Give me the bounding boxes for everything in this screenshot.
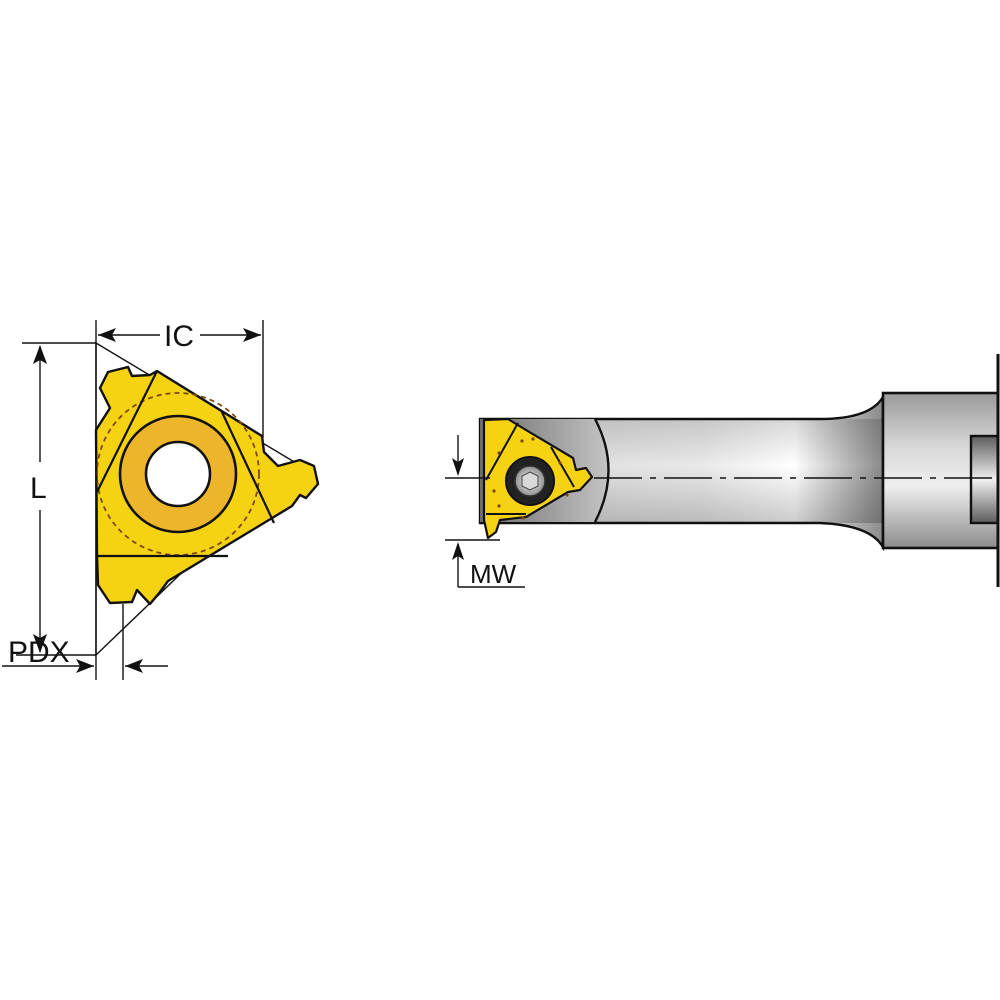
facet-line bbox=[220, 409, 275, 524]
dimension-pdx: PDX bbox=[2, 604, 168, 680]
center-hole bbox=[144, 440, 212, 508]
mw-label: MW bbox=[470, 559, 517, 589]
pdx-label: PDX bbox=[8, 636, 70, 669]
facet-line bbox=[96, 370, 158, 493]
holder-view: MW bbox=[445, 354, 1000, 589]
ic-label: IC bbox=[164, 320, 194, 353]
collar-slot bbox=[969, 434, 1000, 525]
dimension-l: L bbox=[16, 342, 96, 656]
l-label: L bbox=[30, 472, 47, 505]
holder-insert-dots bbox=[492, 437, 569, 520]
torx-socket-icon bbox=[521, 471, 539, 491]
dimension-ic: IC bbox=[95, 320, 264, 680]
holder-insert-facet bbox=[550, 446, 575, 488]
insert-view: IC L PDX bbox=[2, 320, 320, 680]
holder-insert-facet bbox=[485, 422, 519, 481]
dimension-mw: MW bbox=[445, 435, 525, 589]
pocket-edge bbox=[593, 418, 610, 523]
